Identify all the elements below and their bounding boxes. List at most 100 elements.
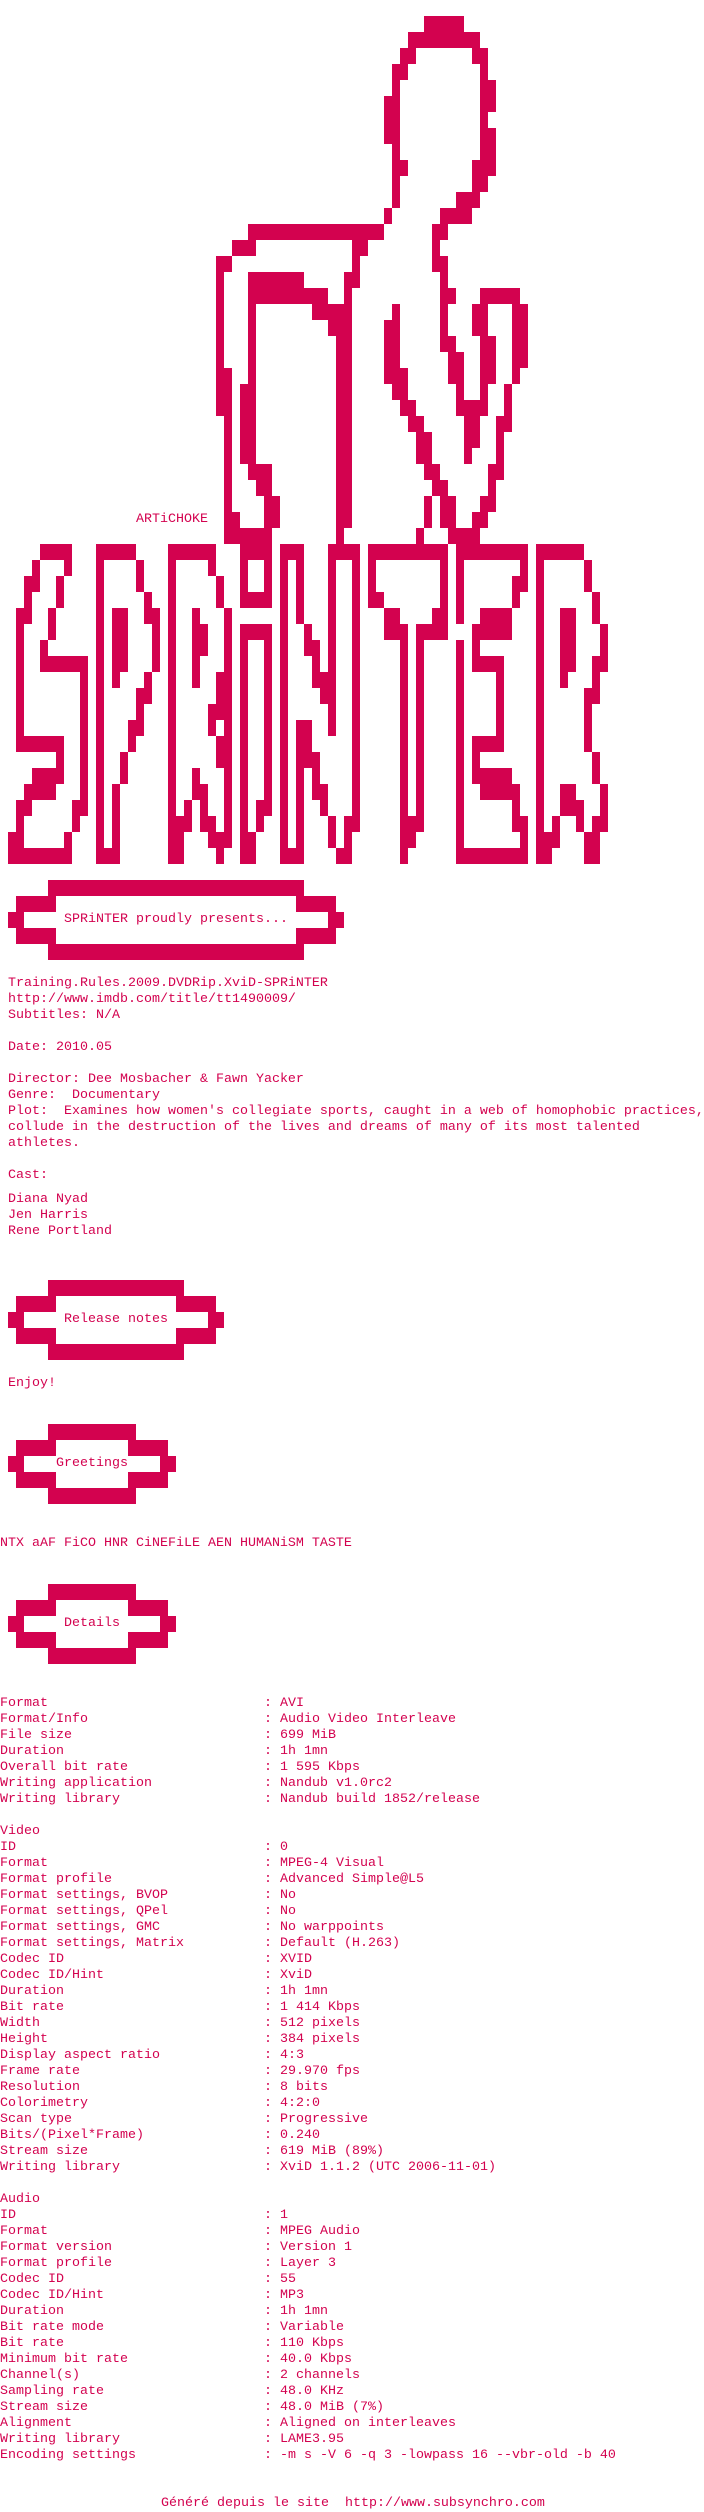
detail-separator: : bbox=[264, 1904, 272, 1919]
detail-value: 619 MiB (89%) bbox=[280, 2144, 384, 2159]
logo-block bbox=[112, 672, 120, 688]
banner-frame-block bbox=[16, 896, 56, 912]
imdb-link[interactable]: http://www.imdb.com/title/tt1490009/ bbox=[8, 992, 296, 1007]
detail-label: Encoding settings bbox=[0, 2448, 136, 2463]
detail-value: 48.0 MiB (7%) bbox=[280, 2400, 384, 2415]
cast-member: Jen Harris bbox=[8, 1208, 88, 1223]
logo-block bbox=[336, 432, 352, 448]
logo-block bbox=[472, 48, 488, 64]
logo-block bbox=[416, 736, 424, 752]
logo-block bbox=[312, 768, 320, 784]
logo-block bbox=[168, 560, 176, 576]
detail-separator: : bbox=[264, 2032, 272, 2047]
logo-block bbox=[416, 672, 424, 688]
logo-block bbox=[440, 592, 448, 608]
logo-block bbox=[328, 608, 336, 624]
logo-block bbox=[448, 528, 480, 544]
logo-block bbox=[456, 704, 464, 720]
logo-block bbox=[80, 736, 88, 752]
detail-value: No bbox=[280, 1888, 296, 1903]
logo-block bbox=[192, 768, 200, 784]
logo-block bbox=[368, 560, 376, 576]
logo-block bbox=[8, 848, 72, 864]
logo-block bbox=[472, 320, 488, 336]
logo-block bbox=[400, 752, 408, 768]
detail-value: Advanced Simple@L5 bbox=[280, 1872, 424, 1887]
logo-block bbox=[192, 784, 208, 800]
logo-block bbox=[112, 608, 128, 624]
logo-block bbox=[352, 608, 360, 624]
detail-separator: : bbox=[264, 1792, 272, 1807]
logo-block bbox=[536, 576, 544, 592]
logo-block bbox=[456, 800, 464, 816]
detail-value: -m s -V 6 -q 3 -lowpass 16 --vbr-old -b … bbox=[280, 2448, 616, 2463]
logo-block bbox=[248, 224, 384, 240]
logo-block bbox=[280, 608, 288, 624]
detail-separator: : bbox=[264, 2448, 272, 2463]
banner-frame-block bbox=[160, 1456, 176, 1472]
logo-block bbox=[96, 560, 104, 576]
logo-block bbox=[296, 752, 320, 768]
logo-block bbox=[392, 160, 408, 176]
logo-block bbox=[440, 560, 448, 576]
detail-label: Format version bbox=[0, 2240, 112, 2255]
logo-block bbox=[240, 624, 272, 640]
logo-block bbox=[416, 528, 424, 544]
logo-block bbox=[440, 272, 448, 288]
banner-frame-block bbox=[48, 1488, 136, 1504]
logo-block bbox=[536, 848, 552, 864]
logo-block bbox=[168, 656, 176, 672]
banner-frame-block bbox=[8, 1312, 24, 1328]
logo-block bbox=[352, 560, 360, 576]
banner-frame-block bbox=[176, 1296, 216, 1312]
logo-block bbox=[592, 816, 608, 832]
detail-label: Duration bbox=[0, 2304, 64, 2319]
logo-block bbox=[112, 816, 120, 832]
logo-block bbox=[224, 528, 272, 544]
logo-block bbox=[224, 480, 232, 496]
logo-block bbox=[384, 368, 408, 384]
logo-block bbox=[472, 160, 496, 176]
logo-block bbox=[240, 640, 248, 656]
logo-block bbox=[352, 624, 360, 640]
logo-block bbox=[264, 496, 280, 512]
logo-block bbox=[600, 800, 608, 816]
detail-separator: : bbox=[264, 2432, 272, 2447]
logo-block bbox=[120, 768, 128, 784]
logo-block bbox=[96, 720, 104, 736]
logo-block bbox=[408, 416, 424, 432]
logo-block bbox=[440, 208, 472, 224]
logo-block bbox=[216, 592, 224, 608]
logo-block bbox=[312, 672, 336, 688]
detail-label: Resolution bbox=[0, 2080, 80, 2095]
detail-separator: : bbox=[264, 1888, 272, 1903]
logo-block bbox=[216, 752, 232, 768]
logo-block bbox=[296, 720, 312, 736]
detail-label: Format/Info bbox=[0, 1712, 88, 1727]
logo-block bbox=[456, 768, 464, 784]
logo-block bbox=[280, 672, 288, 688]
logo-block bbox=[16, 704, 24, 720]
logo-block bbox=[240, 832, 256, 848]
logo-block bbox=[264, 576, 272, 592]
logo-block bbox=[384, 128, 400, 144]
logo-block bbox=[536, 656, 544, 672]
logo-block bbox=[40, 544, 72, 560]
logo-block bbox=[512, 368, 520, 384]
detail-value: 512 pixels bbox=[280, 2016, 360, 2031]
logo-block bbox=[336, 384, 352, 400]
logo-block bbox=[296, 816, 304, 832]
logo-block bbox=[240, 432, 256, 448]
logo-block bbox=[368, 592, 384, 608]
detail-value: 2 channels bbox=[280, 2368, 360, 2383]
detail-value: XviD 1.1.2 (UTC 2006-11-01) bbox=[280, 2160, 496, 2175]
logo-block bbox=[584, 576, 592, 592]
logo-block bbox=[96, 752, 104, 768]
logo-block bbox=[96, 576, 104, 592]
logo-block bbox=[296, 736, 312, 752]
logo-block bbox=[336, 416, 352, 432]
detail-label: Format profile bbox=[0, 2256, 112, 2271]
banner-frame-block bbox=[296, 896, 336, 912]
logo-block bbox=[80, 768, 88, 784]
logo-block bbox=[152, 656, 160, 672]
